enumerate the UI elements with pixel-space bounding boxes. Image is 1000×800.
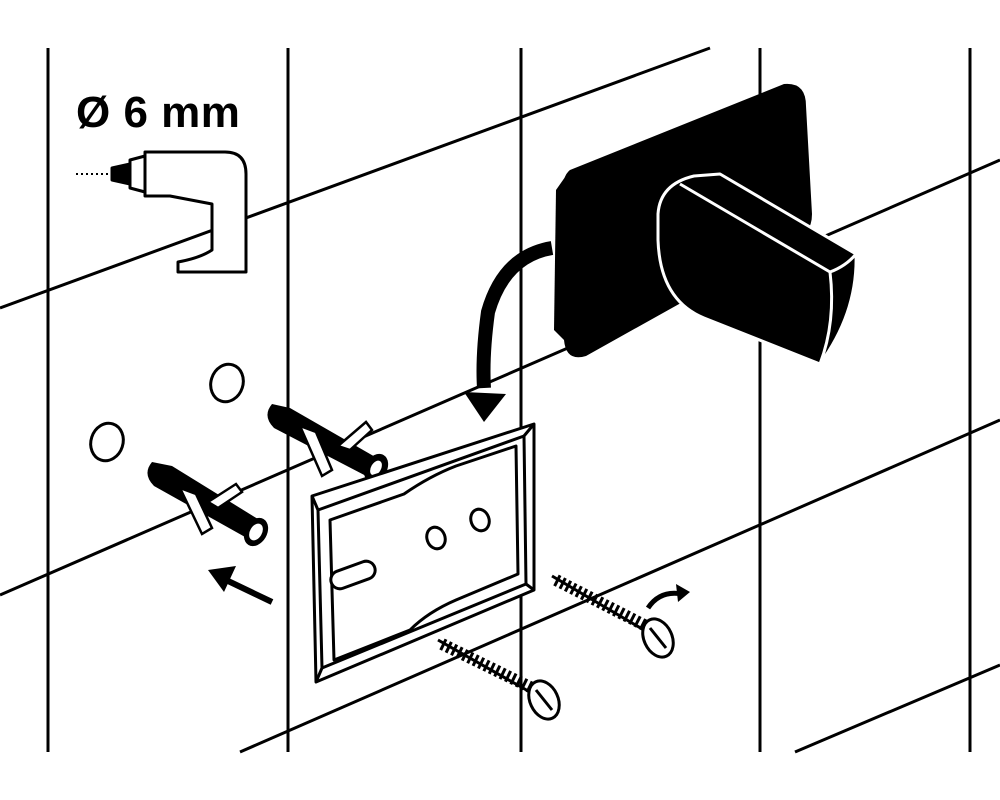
drill-icon [76, 150, 248, 274]
screw-lower [437, 638, 561, 721]
drill-hole-upper [209, 362, 245, 404]
insert-arrow-icon [208, 566, 274, 605]
wall-plug-lower [147, 462, 269, 547]
drill-hole-lower [89, 421, 125, 463]
attach-arrow-icon [464, 241, 554, 422]
rotate-arrow-icon [645, 584, 690, 610]
wall-plug-upper [267, 404, 389, 483]
drill-diameter-label: Ø 6 mm [76, 88, 241, 137]
screw-upper [551, 574, 675, 659]
hook-accessory [554, 83, 858, 366]
drilled-holes [89, 362, 245, 463]
mounting-plate [310, 422, 536, 684]
